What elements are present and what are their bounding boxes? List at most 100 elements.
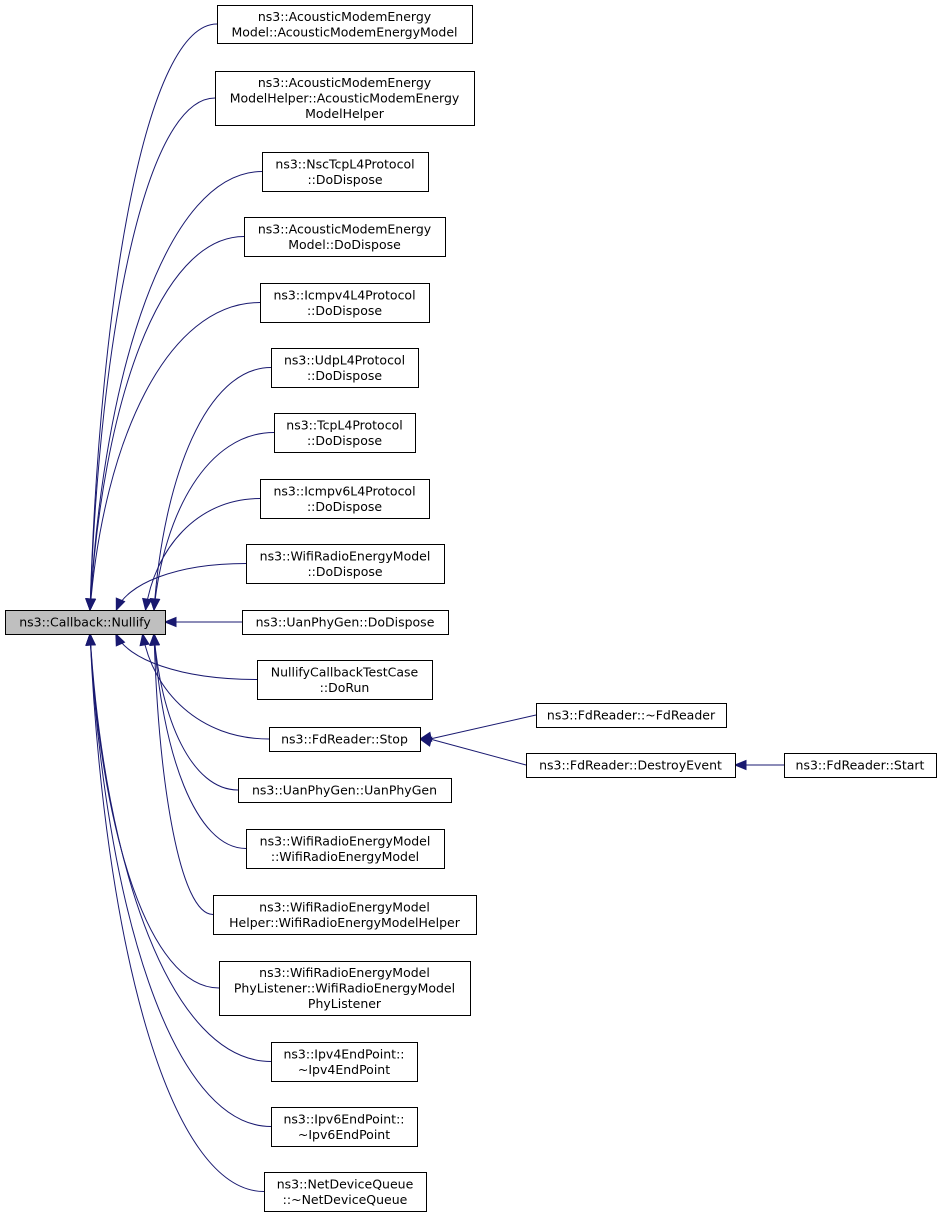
node-label-line: NullifyCallbackTestCase: [271, 664, 419, 679]
edge-n1-to-nullify: [85, 23, 218, 612]
edge-n7-to-nullify: [149, 432, 275, 612]
node-label-line: ns3::FdReader::~FdReader: [547, 708, 716, 723]
node-label-line: Model::AcousticModemEnergyModel: [231, 24, 457, 39]
node-box: [217, 5, 473, 44]
node-label-line: ns3::WifiRadioEnergyModel: [260, 548, 431, 563]
node-n2[interactable]: ns3::AcousticModemEnergyModelHelper::Aco…: [215, 71, 475, 126]
node-label-line: ns3::UanPhyGen::UanPhyGen: [252, 783, 437, 798]
node-n13[interactable]: ns3::UanPhyGen::UanPhyGen: [238, 778, 452, 803]
edge-n22-to-n21: [733, 759, 784, 771]
node-box: [260, 479, 430, 519]
node-label-line: ~Ipv6EndPoint: [298, 1127, 390, 1142]
node-label-line: ::DoDispose: [307, 433, 382, 448]
node-label-line: Model::DoDispose: [288, 237, 401, 252]
node-n14[interactable]: ns3::WifiRadioEnergyModel::WifiRadioEner…: [246, 829, 445, 869]
node-n22[interactable]: ns3::FdReader::Start: [784, 753, 937, 778]
node-box: [215, 71, 475, 126]
node-label-line: ns3::FdReader::Start: [796, 758, 925, 773]
edge-n20-to-n12: [418, 714, 537, 742]
edge-n5-to-nullify: [85, 302, 261, 612]
node-label-line: ::DoDispose: [307, 499, 382, 514]
node-label-line: ns3::UdpL4Protocol: [284, 352, 405, 367]
node-n12[interactable]: ns3::FdReader::Stop: [269, 727, 421, 752]
node-n3[interactable]: ns3::NscTcpL4Protocol::DoDispose: [262, 152, 429, 192]
node-box: [244, 217, 446, 257]
node-box: [5, 610, 166, 635]
node-n20[interactable]: ns3::FdReader::~FdReader: [536, 703, 727, 728]
node-label-line: ::DoDispose: [307, 368, 382, 383]
node-box: [246, 829, 445, 869]
node-label-line: ns3::FdReader::DestroyEvent: [539, 758, 722, 773]
node-n17[interactable]: ns3::Ipv4EndPoint::~Ipv4EndPoint: [271, 1042, 418, 1082]
edge-n12-to-nullify: [139, 632, 270, 740]
node-label-line: ::DoRun: [320, 680, 370, 695]
node-box: [238, 778, 452, 803]
node-n7[interactable]: ns3::TcpL4Protocol::DoDispose: [274, 413, 416, 453]
node-n15[interactable]: ns3::WifiRadioEnergyModelHelper::WifiRad…: [213, 895, 477, 935]
node-n11[interactable]: NullifyCallbackTestCase::DoRun: [257, 660, 433, 700]
node-box: [526, 753, 736, 778]
node-n16[interactable]: ns3::WifiRadioEnergyModelPhyListener::Wi…: [219, 961, 471, 1016]
node-label-line: ns3::Icmpv4L4Protocol: [273, 287, 415, 302]
node-n4[interactable]: ns3::AcousticModemEnergyModel::DoDispose: [244, 217, 446, 257]
edge-n8-to-nullify: [142, 498, 261, 612]
node-box: [536, 703, 727, 728]
node-nullify[interactable]: ns3::Callback::Nullify: [5, 610, 166, 635]
node-label-line: ns3::WifiRadioEnergyModel: [259, 965, 430, 980]
node-label-line: ns3::Callback::Nullify: [19, 615, 151, 630]
node-label-line: ns3::FdReader::Stop: [281, 732, 408, 747]
node-label-line: ::DoDispose: [307, 303, 382, 318]
node-label-line: ns3::UanPhyGen::DoDispose: [256, 615, 435, 630]
node-box: [271, 348, 419, 388]
node-label-line: PhyListener: [308, 996, 382, 1011]
node-box: [219, 961, 471, 1016]
node-label-line: ns3::Ipv6EndPoint::: [284, 1111, 405, 1126]
node-box: [262, 152, 429, 192]
edge-n14-to-nullify: [149, 632, 247, 849]
edge-n10-to-nullify: [163, 616, 242, 628]
node-label-line: ns3::WifiRadioEnergyModel: [260, 833, 431, 848]
edge-n16-to-nullify: [85, 632, 220, 989]
node-label-line: ns3::WifiRadioEnergyModel: [259, 899, 430, 914]
node-label-line: ns3::AcousticModemEnergy: [258, 221, 432, 236]
node-n5[interactable]: ns3::Icmpv4L4Protocol::DoDispose: [260, 283, 430, 323]
node-label-line: ModelHelper: [305, 106, 385, 121]
node-n21[interactable]: ns3::FdReader::DestroyEvent: [526, 753, 736, 778]
node-label-line: ns3::Ipv4EndPoint::: [284, 1046, 405, 1061]
node-box: [246, 544, 445, 584]
node-n19[interactable]: ns3::NetDeviceQueue::~NetDeviceQueue: [264, 1172, 427, 1212]
node-box: [213, 895, 477, 935]
node-label-line: ::DoDispose: [307, 564, 382, 579]
node-n9[interactable]: ns3::WifiRadioEnergyModel::DoDispose: [246, 544, 445, 584]
node-label-line: ::DoDispose: [307, 172, 382, 187]
node-n10[interactable]: ns3::UanPhyGen::DoDispose: [242, 610, 449, 635]
node-box: [264, 1172, 427, 1212]
node-box: [260, 283, 430, 323]
edges-layer: [85, 23, 784, 1192]
node-n1[interactable]: ns3::AcousticModemEnergyModel::AcousticM…: [217, 5, 473, 44]
node-box: [242, 610, 449, 635]
node-n8[interactable]: ns3::Icmpv6L4Protocol::DoDispose: [260, 479, 430, 519]
node-box: [274, 413, 416, 453]
nodes-layer: ns3::Callback::Nullify ns3::AcousticModem…: [5, 5, 937, 1212]
node-box: [257, 660, 433, 700]
node-label-line: ModelHelper::AcousticModemEnergy: [230, 91, 460, 106]
edge-n9-to-nullify: [115, 563, 247, 612]
node-n18[interactable]: ns3::Ipv6EndPoint::~Ipv6EndPoint: [271, 1107, 418, 1147]
node-label-line: ns3::Icmpv6L4Protocol: [273, 483, 415, 498]
node-box: [271, 1042, 418, 1082]
edge-n19-to-nullify: [85, 632, 265, 1192]
node-box: [271, 1107, 418, 1147]
node-label-line: ~Ipv4EndPoint: [298, 1062, 390, 1077]
node-label-line: ns3::NetDeviceQueue: [277, 1176, 414, 1191]
node-label-line: PhyListener::WifiRadioEnergyModel: [234, 981, 455, 996]
node-label-line: ns3::AcousticModemEnergy: [258, 9, 432, 24]
edge-n21-to-n12: [418, 736, 527, 766]
edge-n15-to-nullify: [149, 632, 214, 915]
node-box: [269, 727, 421, 752]
edge-n2-to-nullify: [85, 97, 216, 612]
node-label-line: ns3::TcpL4Protocol: [286, 417, 402, 432]
node-n6[interactable]: ns3::UdpL4Protocol::DoDispose: [271, 348, 419, 388]
